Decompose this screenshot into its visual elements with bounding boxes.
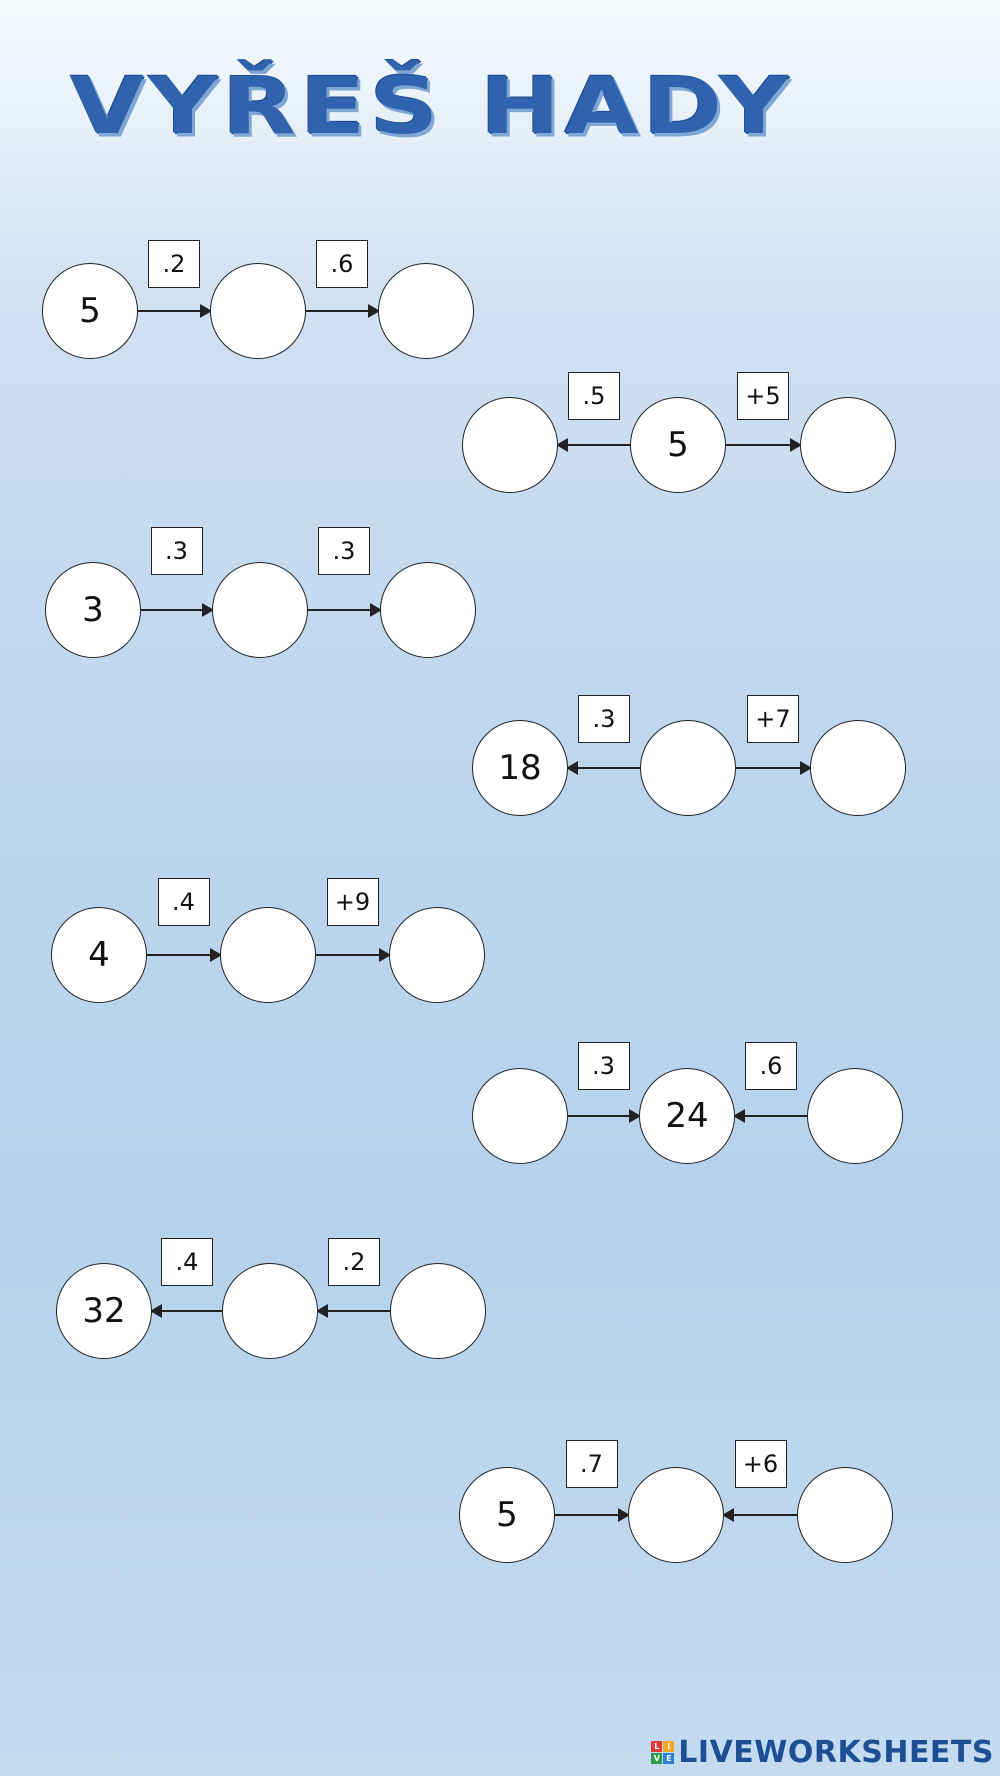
liveworksheets-logo: L I V E LIVEWORKSHEETS [651,1735,994,1770]
operator-box: .5 [568,372,620,420]
given-number-circle: 4 [51,907,147,1003]
answer-circle[interactable] [628,1467,724,1563]
operator-box: +9 [326,878,379,926]
operator-box: .3 [150,527,203,575]
logo-letter: E [663,1753,675,1764]
answer-circle[interactable] [210,263,306,359]
answer-circle[interactable] [807,1068,903,1164]
arrow-right [147,948,222,962]
arrow-left [722,1508,797,1522]
given-number-circle: 5 [630,397,726,493]
arrow-right [138,304,212,318]
operator-box: .7 [565,1440,618,1488]
answer-circle[interactable] [472,1068,568,1164]
operator-box: .3 [577,1042,630,1090]
logo-letter: L [651,1741,663,1752]
answer-circle[interactable] [462,397,558,493]
operator-box: .2 [328,1238,380,1286]
answer-circle[interactable] [390,1263,486,1359]
operator-box: .6 [745,1042,797,1090]
answer-circle[interactable] [810,720,906,816]
brand-name: LIVEWORKSHEETS [678,1735,994,1770]
arrow-left [733,1109,807,1123]
answer-circle[interactable] [220,907,316,1003]
answer-circle[interactable] [378,263,474,359]
arrow-right [308,603,382,617]
answer-circle[interactable] [212,562,308,658]
answer-circle[interactable] [800,397,896,493]
arrow-left [316,1304,390,1318]
operator-box: .4 [157,878,210,926]
given-number-circle: 5 [459,1467,555,1563]
operator-box: +6 [734,1440,787,1488]
answer-circle[interactable] [389,907,485,1003]
arrow-right [141,603,214,617]
arrow-left [566,761,640,775]
given-number-circle: 32 [56,1263,152,1359]
given-number-circle: 18 [472,720,568,816]
answer-circle[interactable] [222,1263,318,1359]
logo-letter: V [651,1753,663,1764]
answer-circle[interactable] [797,1467,893,1563]
arrow-right [306,304,380,318]
operator-box: .2 [148,240,200,288]
given-number-circle: 5 [42,263,138,359]
operator-box: .3 [318,527,370,575]
arrow-left [150,1304,222,1318]
given-number-circle: 24 [639,1068,735,1164]
answer-circle[interactable] [640,720,736,816]
arrow-right [555,1508,630,1522]
live-logo-icon: L I V E [651,1741,675,1764]
operator-box: +5 [737,372,789,420]
answer-circle[interactable] [380,562,476,658]
arrow-left [556,438,630,452]
arrow-right [568,1109,641,1123]
page-title: VYŘEŠ HADY [70,60,793,152]
operator-box: .4 [161,1238,213,1286]
arrow-right [726,438,802,452]
arrow-right [736,761,812,775]
operator-box: +7 [747,695,799,743]
operator-box: .3 [578,695,630,743]
arrow-right [316,948,391,962]
operator-box: .6 [316,240,368,288]
given-number-circle: 3 [45,562,141,658]
logo-letter: I [663,1741,675,1752]
